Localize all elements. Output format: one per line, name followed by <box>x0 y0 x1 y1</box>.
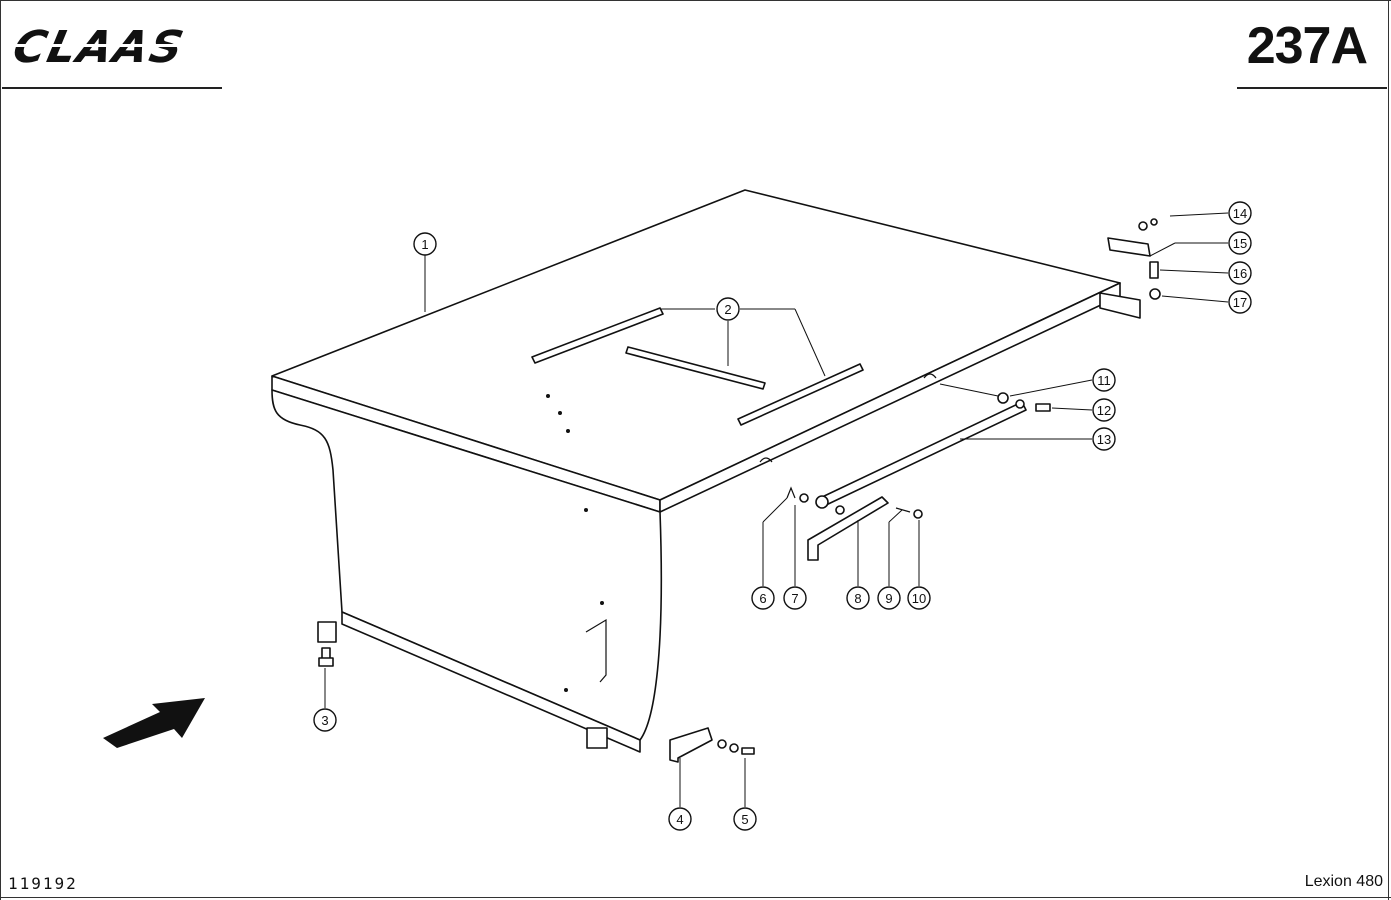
callout-3: 3 <box>313 708 337 732</box>
callout-13: 13 <box>1092 427 1116 451</box>
callout-7: 7 <box>783 586 807 610</box>
washer-14b <box>1150 218 1158 226</box>
gas-strut-end-top <box>1015 399 1025 409</box>
cover-rear-flange <box>1099 292 1141 319</box>
travel-direction-arrow-icon <box>103 698 205 748</box>
cover-bottom-lip <box>341 611 641 753</box>
callout-16: 16 <box>1228 261 1252 285</box>
hinge-plate <box>669 727 713 763</box>
gas-strut <box>815 399 1027 509</box>
strut-bracket <box>807 496 889 561</box>
callout-5-label: 5 <box>741 812 748 827</box>
callout-3-label: 3 <box>321 713 328 728</box>
cover-hole <box>566 429 570 433</box>
callout-15-label: 15 <box>1233 236 1247 251</box>
callout-8-label: 8 <box>854 591 861 606</box>
frame-left <box>0 0 1 900</box>
callout-1-label: 1 <box>421 237 428 252</box>
cover-notch-1 <box>759 457 773 463</box>
cover-foot-right <box>586 727 608 749</box>
callout-16-label: 16 <box>1233 266 1247 281</box>
callout-8: 8 <box>846 586 870 610</box>
bracket-plate <box>807 496 889 561</box>
bracket-pin <box>835 505 845 515</box>
cover-side-skirt <box>271 389 663 741</box>
model-name: Lexion 480 <box>1304 873 1383 890</box>
cover-hole <box>584 508 588 512</box>
callout-14: 14 <box>1228 201 1252 225</box>
header-left-rule <box>2 87 222 89</box>
strips <box>531 307 864 426</box>
callout-12: 12 <box>1092 398 1116 422</box>
washer-7 <box>799 493 809 503</box>
cover-handle <box>585 618 607 683</box>
frame-top <box>0 0 1391 1</box>
cover-hole <box>600 601 604 605</box>
gas-strut-end-bottom <box>815 495 829 509</box>
cover-notch-2 <box>923 373 937 379</box>
bolt-3-head <box>318 657 334 667</box>
callout-12-label: 12 <box>1097 403 1111 418</box>
cover-foot-left <box>317 621 337 643</box>
callout-6-label: 6 <box>759 591 766 606</box>
callout-13-label: 13 <box>1097 432 1111 447</box>
leader-lines <box>324 212 1229 807</box>
callout-4: 4 <box>668 807 692 831</box>
callout-17-label: 17 <box>1233 295 1247 310</box>
callout-11-label: 11 <box>1097 373 1111 388</box>
frame-right <box>1388 0 1389 900</box>
strip-right <box>737 363 864 426</box>
frame-bottom <box>0 897 1391 898</box>
nut-17 <box>1149 288 1161 300</box>
callout-10: 10 <box>907 586 931 610</box>
callout-10-label: 10 <box>912 591 926 606</box>
small-parts <box>786 486 923 519</box>
callout-2: 2 <box>716 297 740 321</box>
cover-hole <box>546 394 550 398</box>
cover-hole <box>558 411 562 415</box>
header-right-rule <box>1237 87 1387 89</box>
cover-panel <box>271 189 1141 753</box>
callout-5: 5 <box>733 807 757 831</box>
callout-14-label: 14 <box>1233 206 1247 221</box>
bolt-16 <box>1149 261 1159 279</box>
strip-middle <box>625 346 766 390</box>
callout-15: 15 <box>1228 231 1252 255</box>
cover-hole <box>564 688 568 692</box>
bolt-5 <box>741 747 755 755</box>
clip-6 <box>786 486 796 499</box>
washer-11 <box>997 392 1009 404</box>
page-number: 237A <box>1246 17 1368 75</box>
callout-17: 17 <box>1228 290 1252 314</box>
washer-5 <box>729 743 739 753</box>
hinge <box>669 727 755 763</box>
callout-6: 6 <box>751 586 775 610</box>
washer-14a <box>1138 221 1148 231</box>
washer-4 <box>717 739 727 749</box>
plate-15 <box>1107 237 1151 257</box>
callout-2-label: 2 <box>724 302 731 317</box>
drawing-number: 119192 <box>8 874 78 893</box>
bolt-12 <box>1035 403 1051 412</box>
callout-9-label: 9 <box>885 591 892 606</box>
callout-9: 9 <box>877 586 901 610</box>
strip-left <box>531 307 664 364</box>
svg-text:CLAAS: CLAAS <box>9 22 190 72</box>
claas-logo-icon: CLAAS <box>9 22 216 73</box>
callout-7-label: 7 <box>791 591 798 606</box>
pin-9 <box>895 507 911 513</box>
washer-10 <box>913 509 923 519</box>
callout-4-label: 4 <box>676 812 683 827</box>
callout-11: 11 <box>1092 368 1116 392</box>
callout-1: 1 <box>413 232 437 256</box>
bolt-3 <box>318 647 334 667</box>
